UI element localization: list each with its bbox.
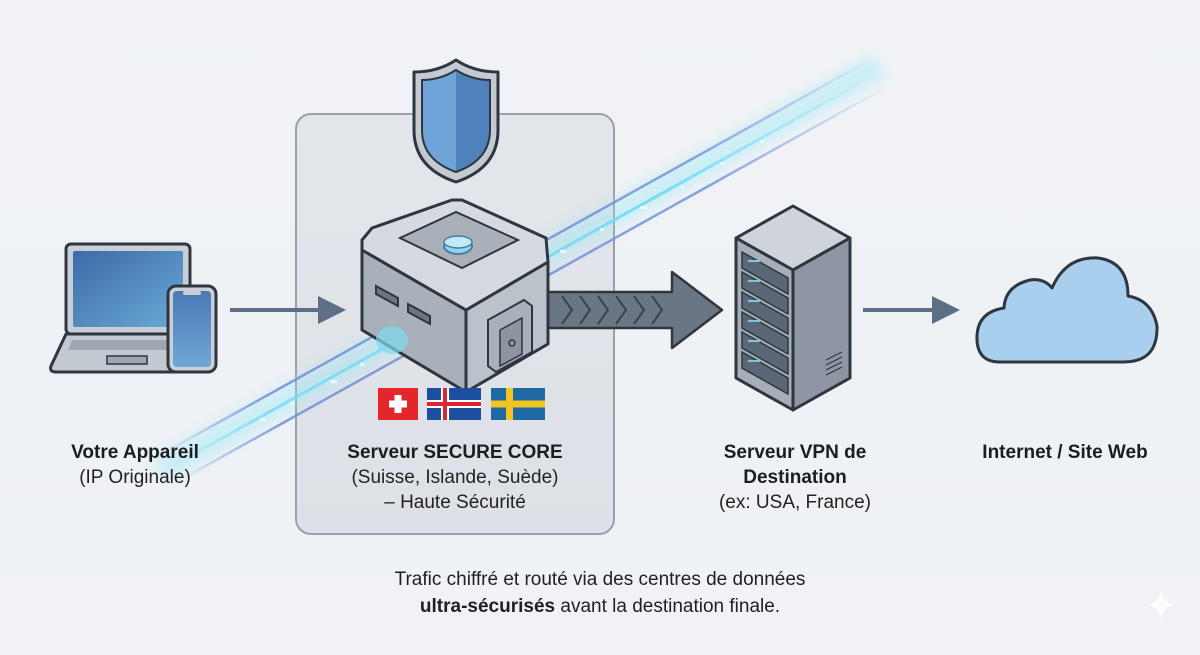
secure-core-label: Serveur SECURE CORE (Suisse, Islande, Su… <box>305 440 605 515</box>
internet-label: Internet / Site Web <box>950 440 1180 465</box>
secure-core-title: Serveur SECURE CORE <box>347 442 563 463</box>
vpn-destination-title: Serveur VPN de <box>723 442 867 463</box>
caption-line-2: avant la destination finale. <box>555 596 781 617</box>
arrow-device-to-core <box>230 296 346 324</box>
laptop-phone-icon <box>49 242 218 374</box>
rack-units <box>741 250 789 396</box>
fortress-server-icon <box>360 198 550 394</box>
server-rack-icon <box>734 204 852 412</box>
device-title: Votre Appareil <box>71 442 199 463</box>
caption-bold: ultra-sécurisés <box>419 596 556 617</box>
phone-icon <box>166 284 218 374</box>
chevron-arrow-core-to-vpn <box>546 270 724 350</box>
device-label: Votre Appareil (IP Originale) <box>30 440 240 490</box>
vpn-destination-title-2: Destination <box>743 467 847 488</box>
caption-line-1: Trafic chiffré et routé via des centres … <box>394 569 806 590</box>
flag-sweden-icon <box>491 388 545 420</box>
beam-data-dots <box>260 140 764 421</box>
vpn-destination-subtitle: (ex: USA, France) <box>718 492 872 513</box>
shield-icon <box>412 58 500 184</box>
vpn-destination-label: Serveur VPN de Destination (ex: USA, Fra… <box>690 440 900 515</box>
sparkle-icon <box>1148 590 1174 620</box>
internet-title: Internet / Site Web <box>982 442 1148 463</box>
cloud-icon <box>975 256 1159 364</box>
arrow-vpn-to-internet <box>863 296 960 324</box>
device-subtitle: (IP Originale) <box>79 467 191 488</box>
secure-core-subtitle-2: – Haute Sécurité <box>384 492 526 513</box>
flag-switzerland-icon <box>378 388 418 420</box>
flag-iceland-icon <box>427 388 481 420</box>
diagram-caption: Trafic chiffré et routé via des centres … <box>300 566 900 620</box>
secure-core-subtitle: (Suisse, Islande, Suède) <box>351 467 559 488</box>
